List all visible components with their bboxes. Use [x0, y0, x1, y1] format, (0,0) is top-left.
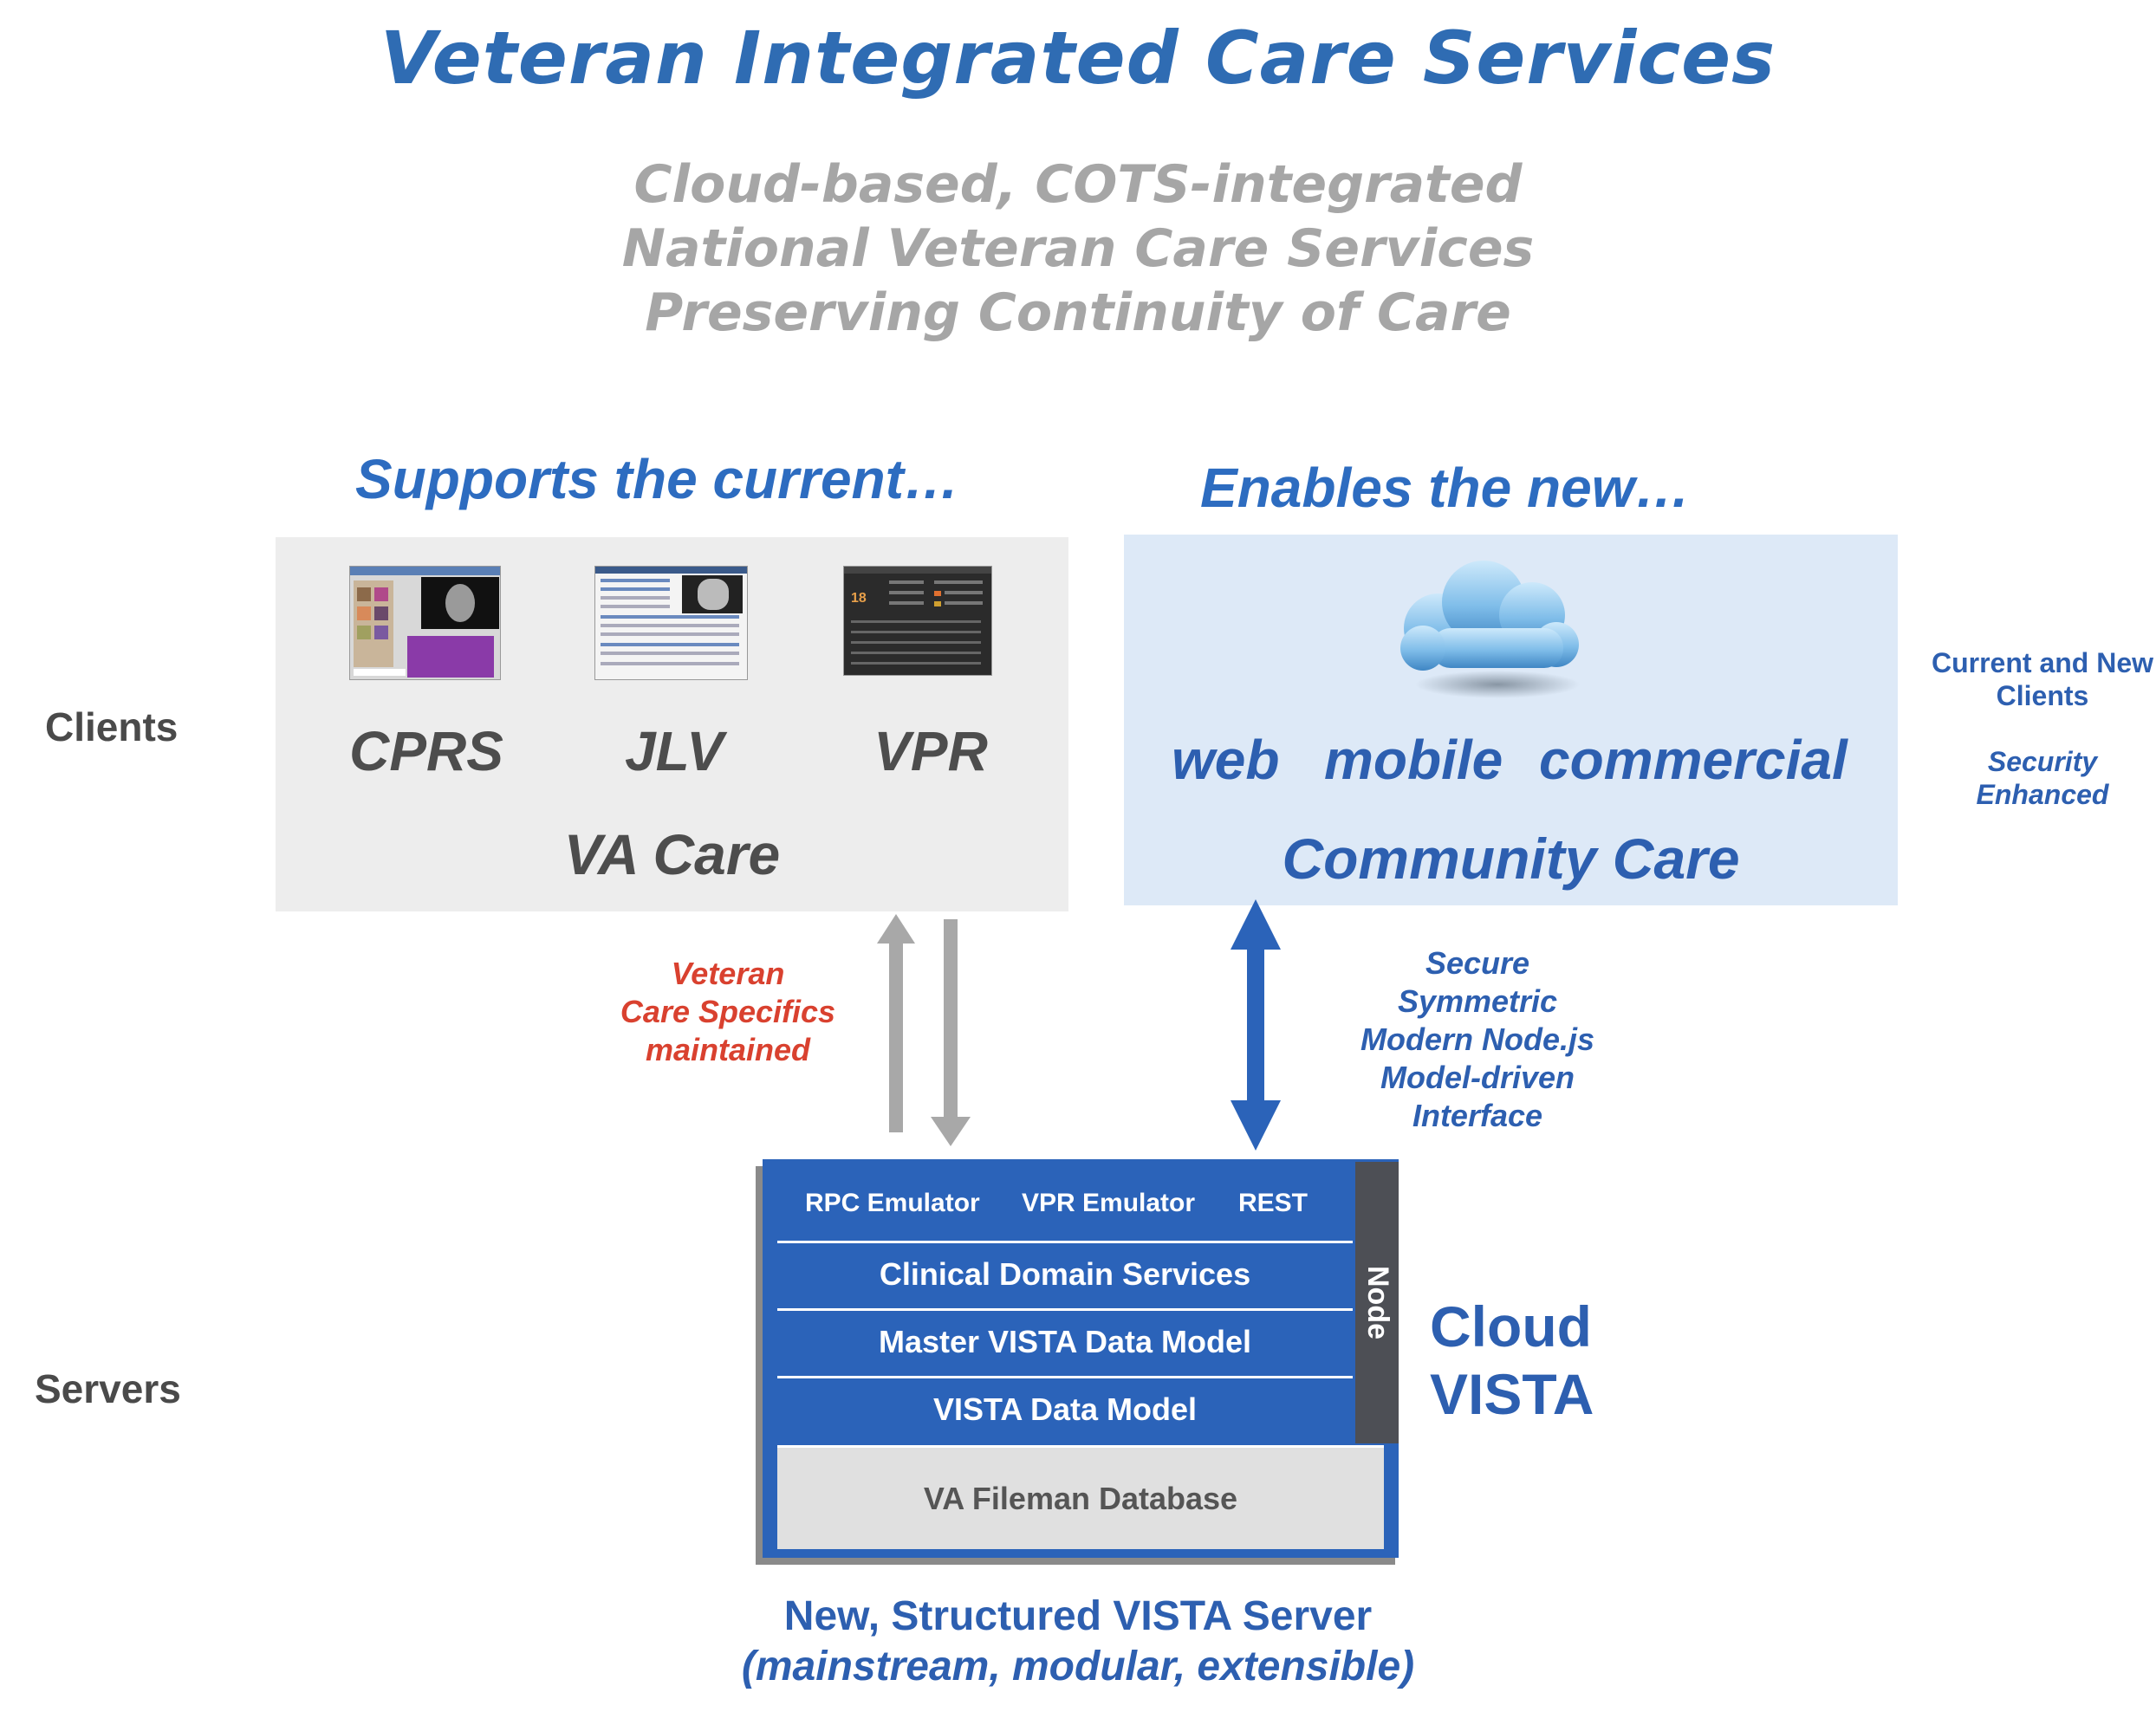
side-note-line-3: Security: [1987, 746, 2098, 777]
client-cprs: CPRS: [349, 720, 503, 782]
servers-label: Servers: [35, 1366, 181, 1411]
subtitle-line-1: Cloud-based, COTS-integrated: [633, 154, 1523, 215]
clinical-domain-layer: Clinical Domain Services: [777, 1241, 1353, 1308]
node-column: [1355, 1162, 1399, 1443]
veteran-note-line-3: maintained: [645, 1032, 811, 1067]
emulator-layer: RPC Emulator VPR Emulator REST: [777, 1171, 1353, 1241]
clients-label: Clients: [45, 704, 179, 749]
interface-note: Secure Symmetric Modern Node.js Model-dr…: [1330, 944, 1625, 1135]
cloud-vista-label: Cloud VISTA: [1430, 1293, 1594, 1428]
page-title: Veteran Integrated Care Services: [380, 16, 1776, 101]
subtitle-line-3: Preserving Continuity of Care: [645, 282, 1511, 343]
community-care-caption: Community Care: [1282, 827, 1740, 891]
clients-side-note: Current and New Clients Security Enhance…: [1921, 646, 2156, 811]
veteran-care-note: Veteran Care Specifics maintained: [589, 955, 867, 1069]
fileman-database-layer: VA Fileman Database: [777, 1445, 1384, 1549]
community-care-arrow: [1231, 899, 1281, 1151]
rpc-emulator-label: RPC Emulator: [805, 1189, 980, 1217]
va-care-caption: VA Care: [563, 822, 781, 886]
client-commercial: commercial: [1539, 729, 1848, 791]
node-label: Node: [1360, 1266, 1394, 1339]
veteran-note-line-2: Care Specifics: [620, 994, 836, 1029]
vpr-screenshot: 18: [843, 566, 992, 676]
client-mobile: mobile: [1324, 729, 1503, 791]
va-care-arrows: [877, 914, 971, 1146]
veteran-note-line-1: Veteran: [671, 956, 785, 991]
cloud-icon: [1400, 561, 1580, 698]
vista-data-model-layer: VISTA Data Model: [777, 1376, 1353, 1443]
rest-label: REST: [1238, 1189, 1309, 1217]
side-note-line-1: Current and New: [1931, 647, 2154, 678]
interface-note-line-1: Secure: [1425, 945, 1530, 981]
interface-note-line-5: Interface: [1412, 1098, 1543, 1133]
current-heading: Supports the current…: [355, 448, 959, 510]
cloud-vista-line-1: Cloud: [1430, 1294, 1592, 1359]
master-data-model-layer: Master VISTA Data Model: [777, 1308, 1353, 1376]
subtitle-line-2: National Veteran Care Services: [621, 218, 1535, 279]
client-vpr: VPR: [873, 720, 988, 782]
jlv-screenshot: [594, 566, 748, 680]
cloud-vista-line-2: VISTA: [1430, 1362, 1594, 1426]
client-jlv: JLV: [625, 720, 724, 782]
side-note-line-4: Enhanced: [1976, 779, 2109, 810]
interface-note-line-2: Symmetric: [1397, 983, 1558, 1019]
server-caption-line-2: (mainstream, modular, extensible): [741, 1644, 1415, 1689]
new-heading: Enables the new…: [1200, 457, 1691, 519]
server-caption-line-1: New, Structured VISTA Server: [783, 1593, 1373, 1639]
interface-note-line-3: Modern Node.js: [1360, 1021, 1595, 1057]
interface-note-line-4: Model-driven: [1380, 1060, 1575, 1095]
cprs-screenshot: [349, 566, 501, 680]
client-web: web: [1172, 729, 1280, 791]
side-note-line-2: Clients: [1996, 680, 2089, 711]
vpr-emulator-label: VPR Emulator: [1022, 1189, 1196, 1217]
